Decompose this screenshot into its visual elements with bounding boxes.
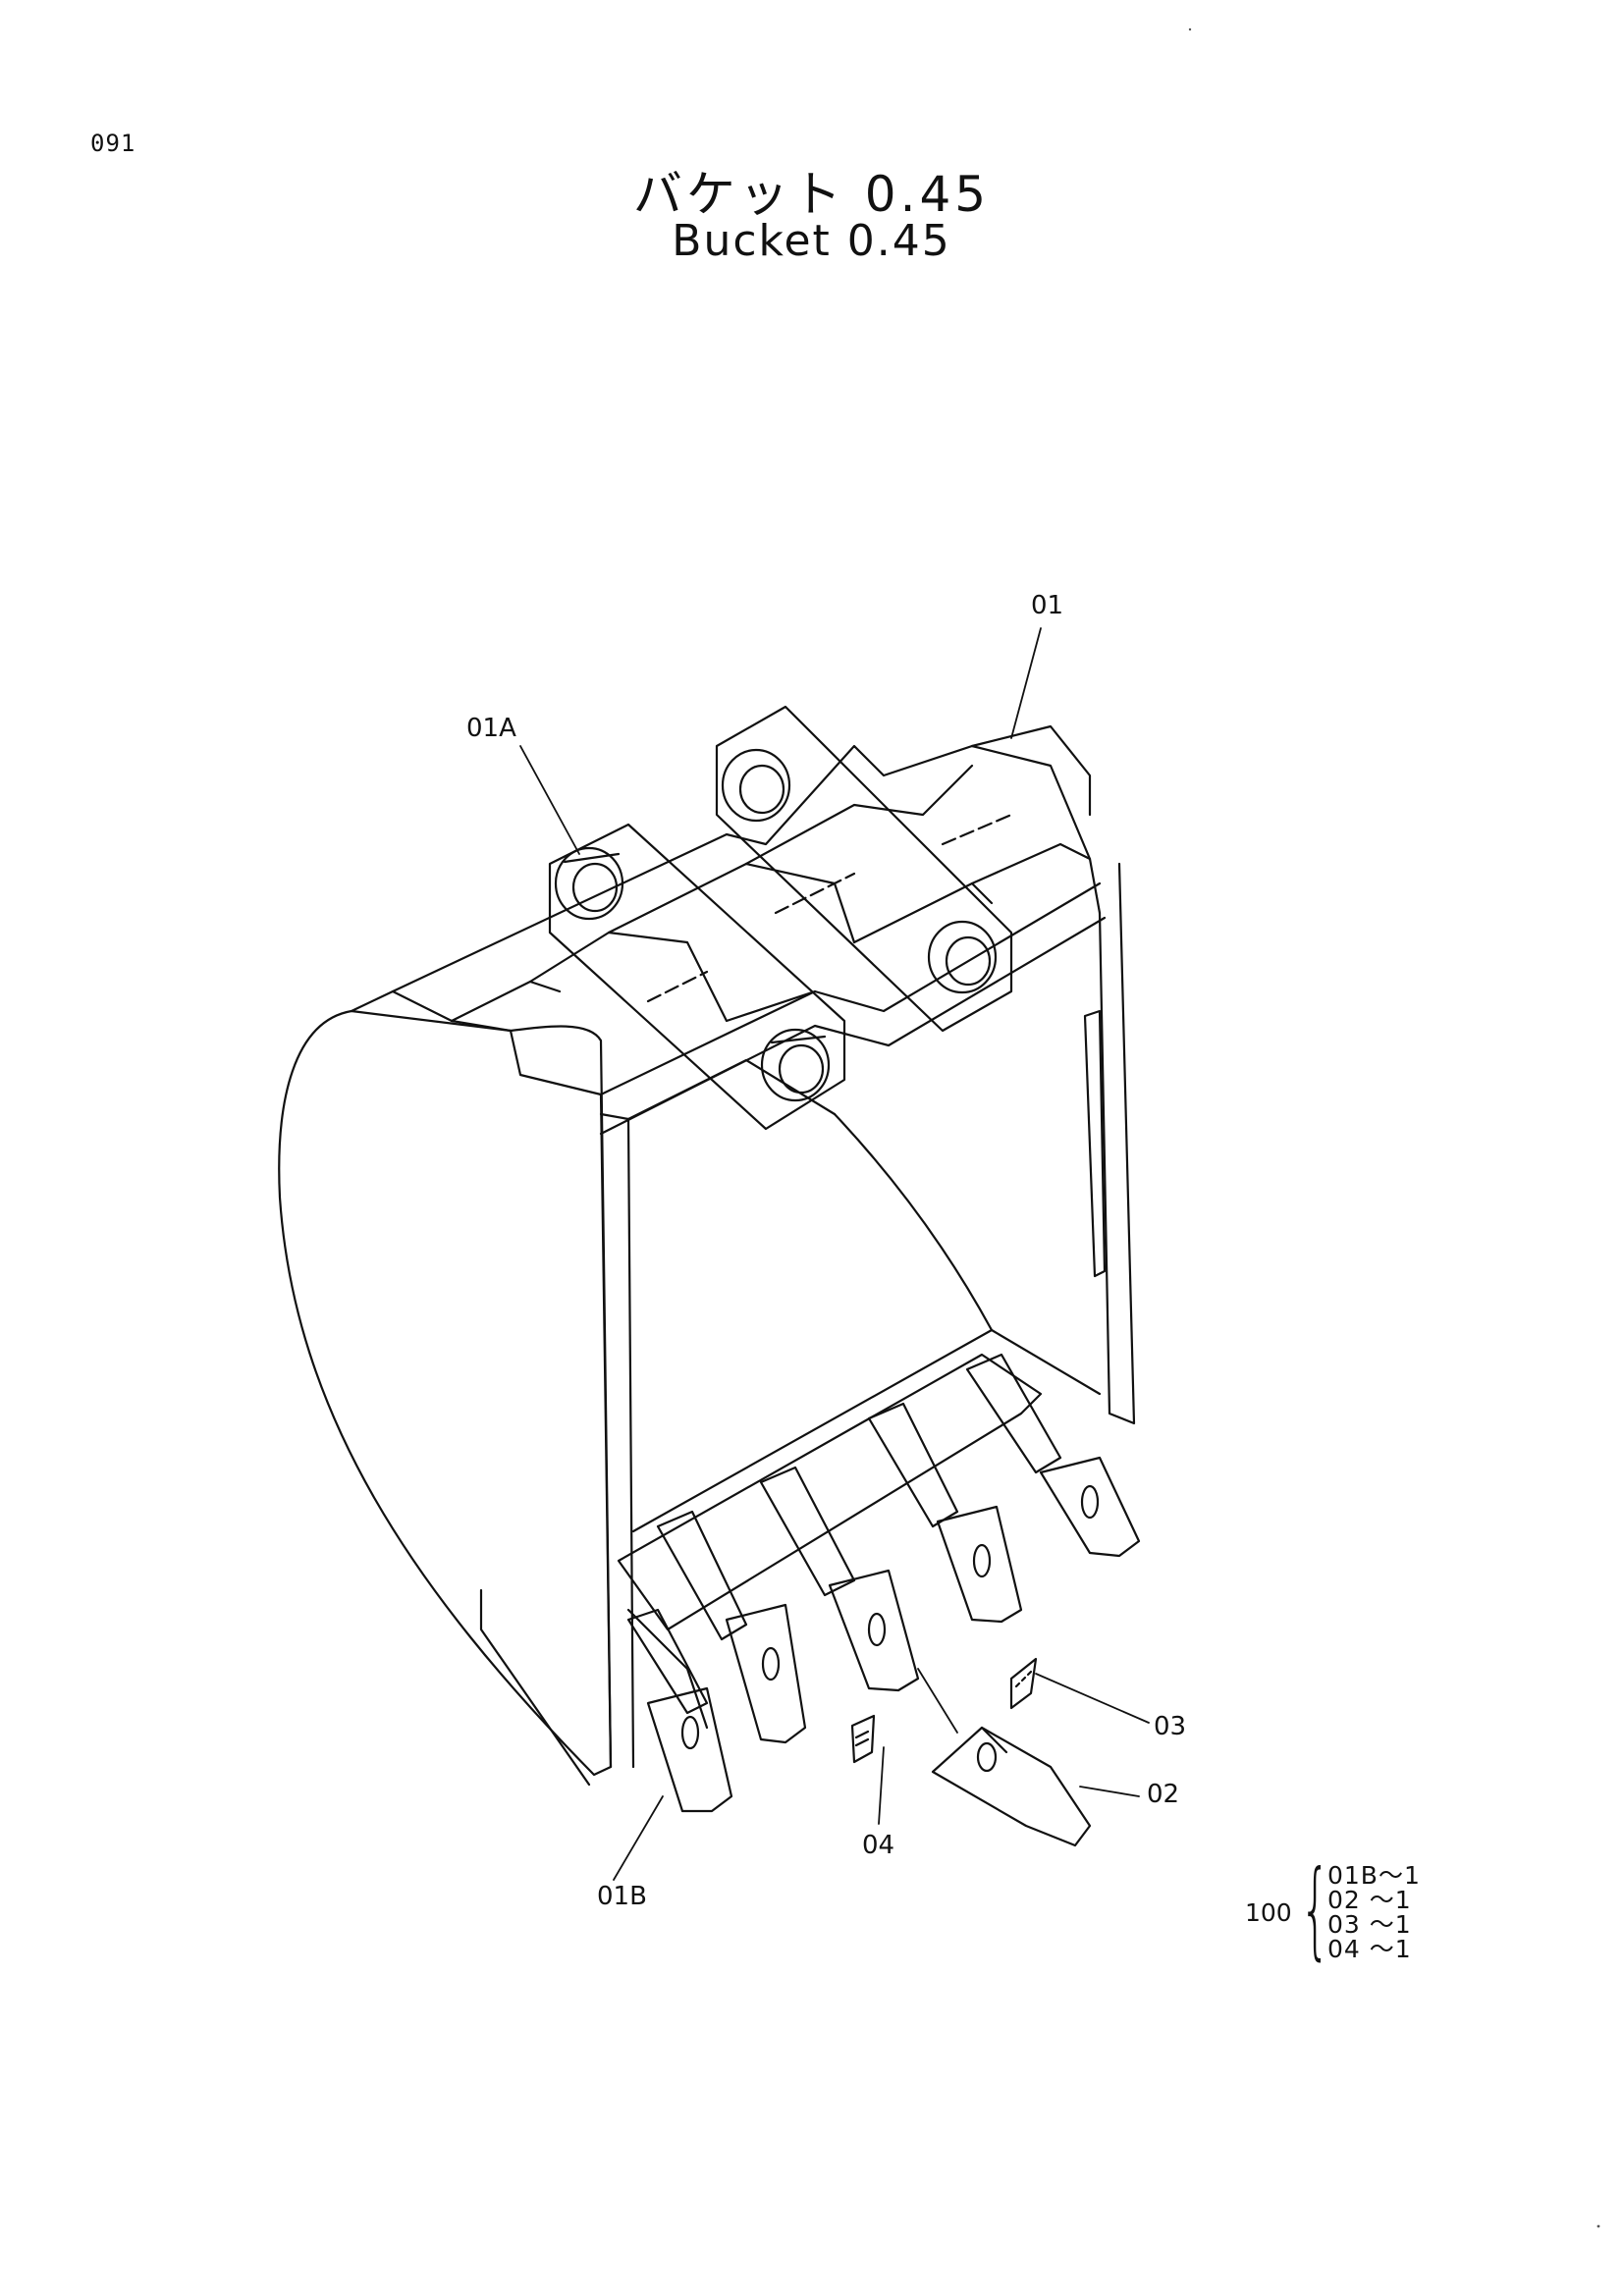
title-japanese: バケット 0.45	[632, 166, 991, 223]
brace: {	[1300, 1848, 1330, 1971]
top-assembly	[350, 705, 1107, 1136]
page-number: 091	[90, 130, 136, 157]
callout-04: 04	[862, 1831, 894, 1860]
bucket-body	[599, 862, 1136, 1769]
pin-bosses	[554, 748, 998, 1102]
kit-item: 02 〜1	[1327, 1886, 1412, 1914]
kit-item: 03 〜1	[1327, 1910, 1412, 1939]
kit-quantity: 100	[1245, 1898, 1292, 1927]
bucket-teeth	[646, 1456, 1141, 1813]
callout-01: 01	[1031, 591, 1063, 620]
title-english: Bucket 0.45	[672, 216, 951, 266]
callout-02: 02	[1147, 1780, 1179, 1809]
left-side-plate	[278, 1009, 613, 1787]
kit-item: 01B〜1	[1327, 1861, 1421, 1890]
callout-03: 03	[1154, 1712, 1186, 1741]
callout-01b: 01B	[597, 1882, 647, 1911]
loose-tooth	[931, 1726, 1092, 1847]
leader-lines	[519, 627, 1150, 1881]
pin-and-lock	[850, 1657, 1038, 1764]
kit-item: 04 〜1	[1327, 1935, 1412, 1963]
callout-01a: 01A	[466, 714, 516, 743]
tooth-adapters	[626, 1353, 1062, 1715]
kit-list: 01B〜1 02 〜1 03 〜1 04 〜1	[1327, 1863, 1421, 1961]
